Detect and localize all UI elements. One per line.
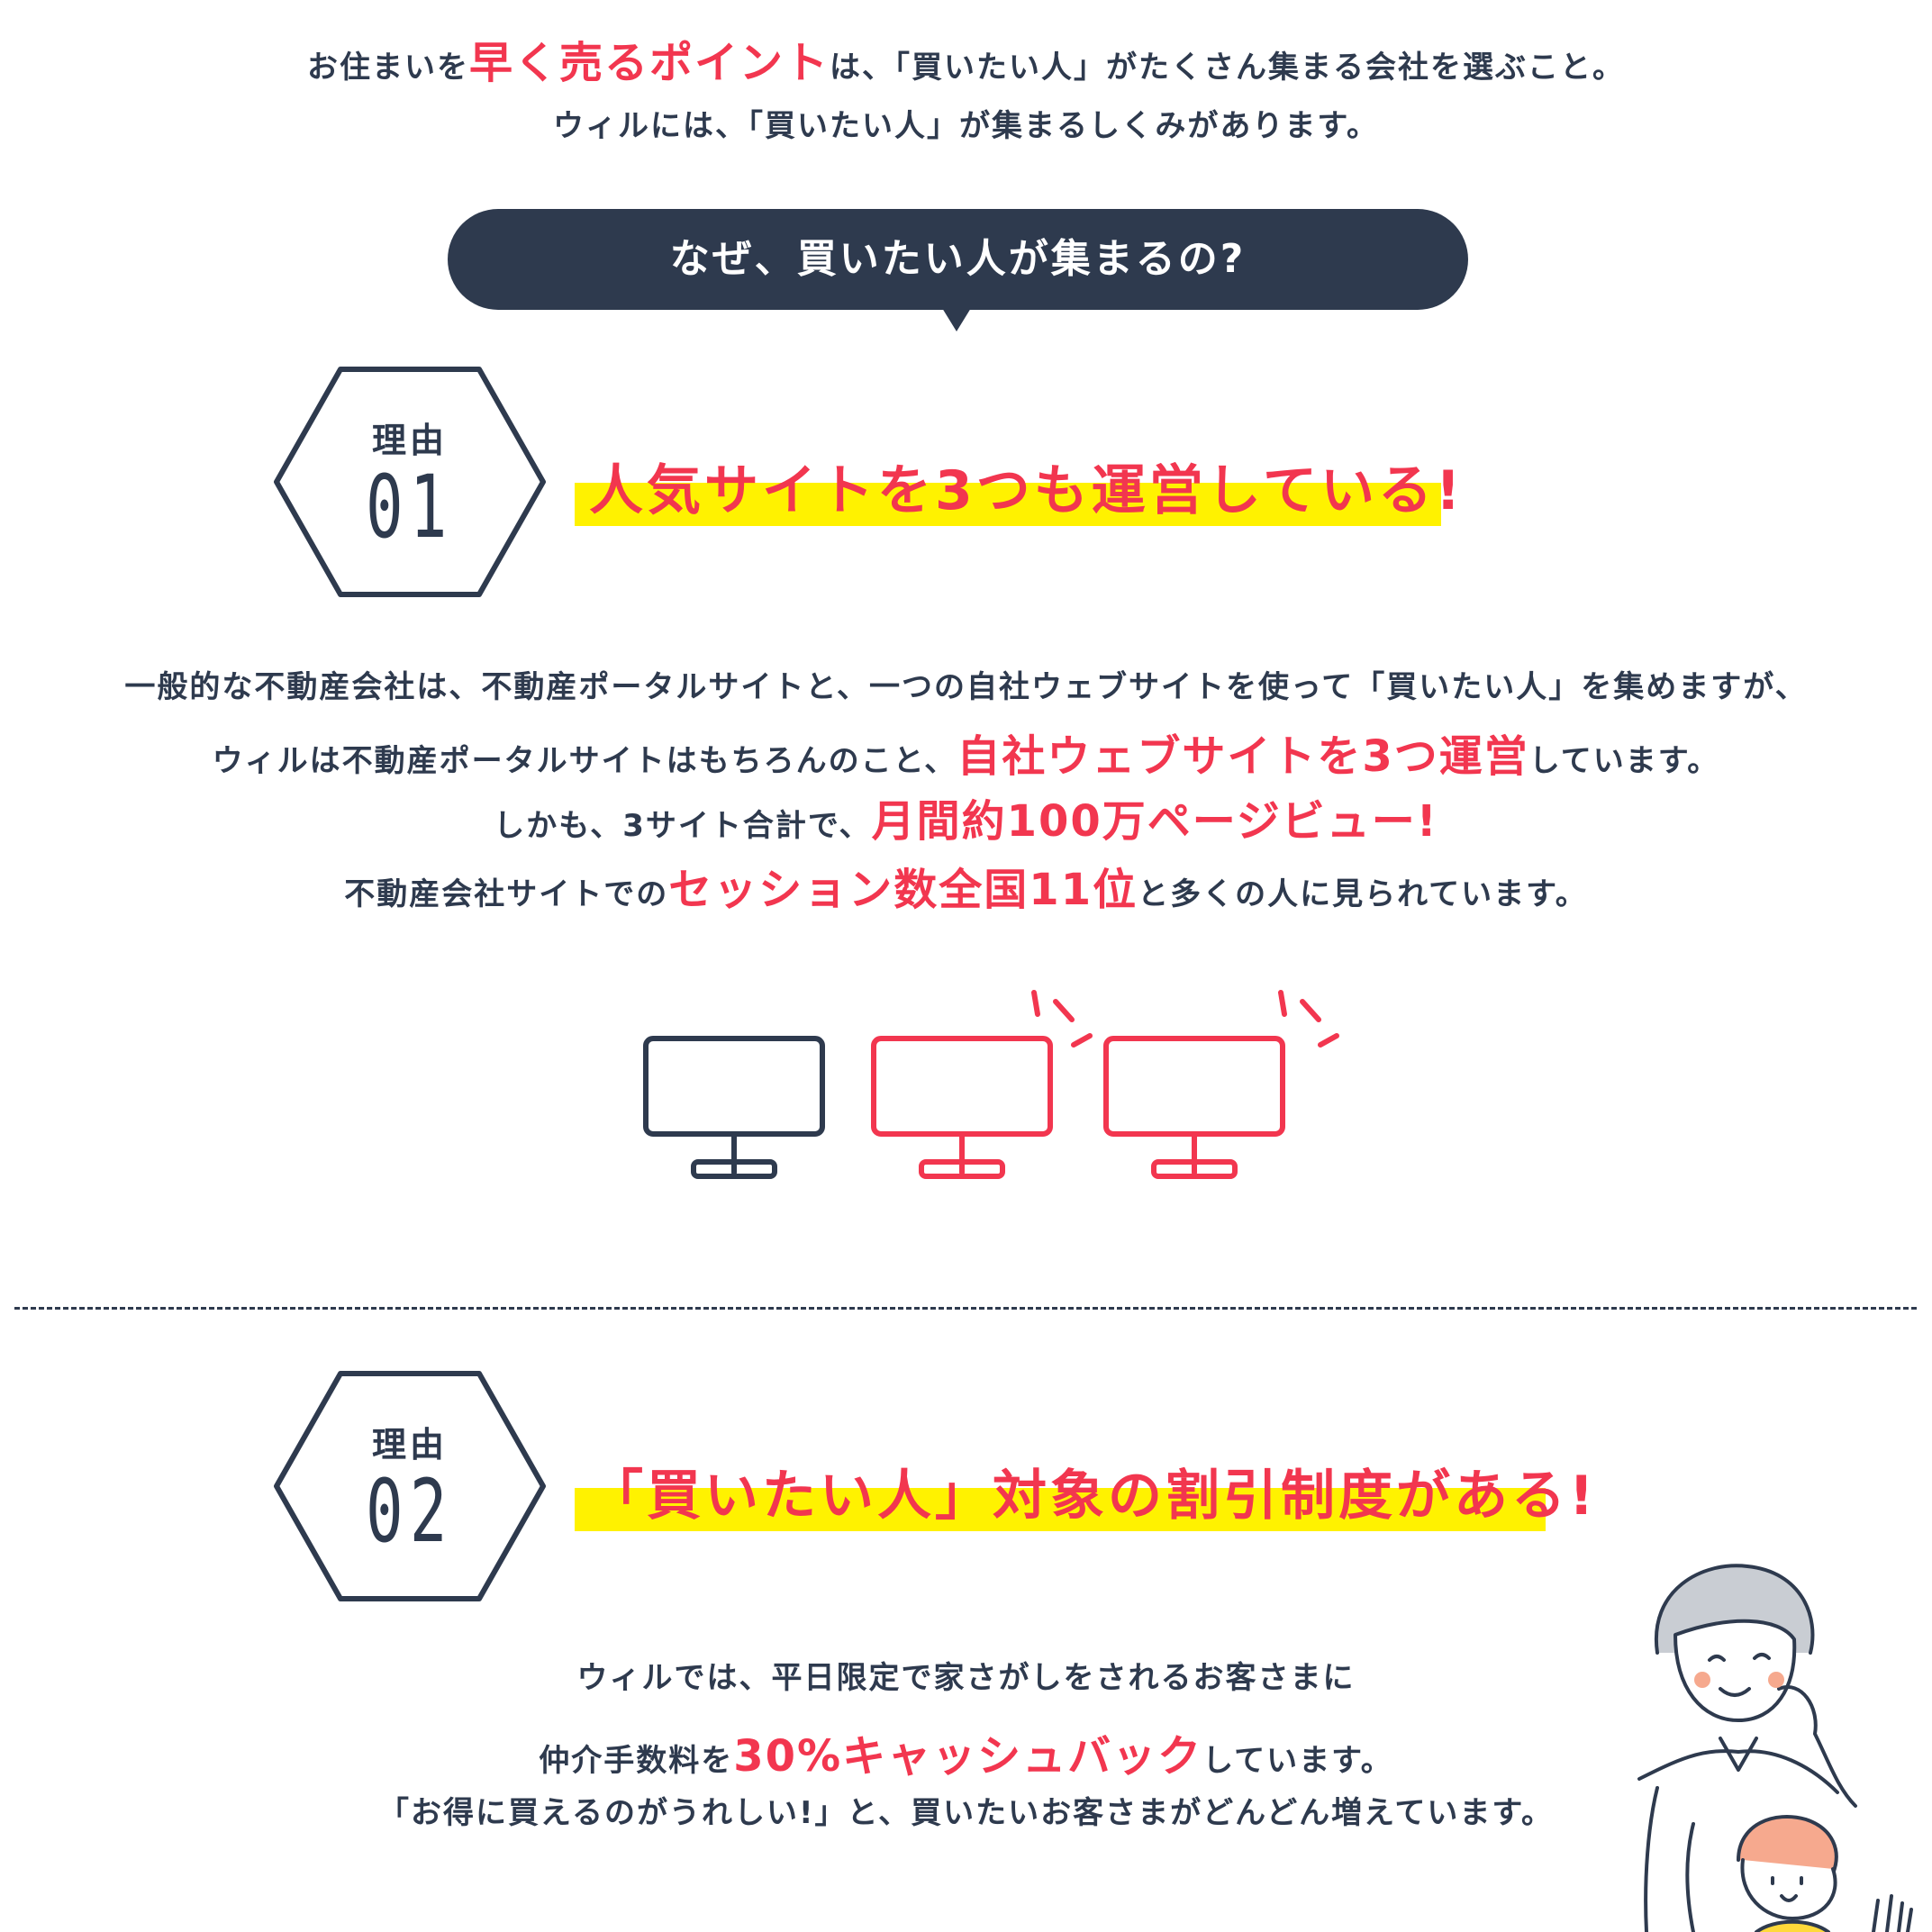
reason-label: 理由	[371, 421, 448, 460]
body-text: ウィルは不動産ポータルサイトはもちろんのこと、	[212, 743, 957, 779]
body-line: 「お得に買えるのがうれしい!」と、買いたいお客さまがどんどん増えています。	[0, 1788, 1932, 1832]
reason-badge-01: 理由 01	[320, 413, 500, 558]
reason-badge-02: 理由 02	[320, 1417, 500, 1562]
body-emphasis: 30%キャッシュバック	[733, 1731, 1203, 1782]
headline-highlight	[575, 1488, 1546, 1531]
monitor-icon	[1103, 990, 1339, 1179]
body-text: ウィルでは、平日限定で家さがしをされるお客さまに	[576, 1660, 1356, 1696]
reason-headline-02: 「買いたい人」対象の割引制度がある!	[589, 1465, 1598, 1528]
body-emphasis: セッション数全国11位	[668, 865, 1138, 915]
body-text: 仲介手数料を	[539, 1743, 734, 1779]
body-text: しています。	[1202, 1743, 1393, 1779]
monitors-illustration	[643, 990, 1339, 1179]
body-line: 仲介手数料を30%キャッシュバックしています。	[0, 1720, 1932, 1783]
intro-text: は、「買いたい人」がたくさん集まる会社を選ぶこと。	[830, 50, 1625, 86]
hexagon-badge-02	[274, 1371, 546, 1601]
body-line: ウィルは不動産ポータルサイトはもちろんのこと、自社ウェブサイトを3つ運営していま…	[0, 721, 1932, 784]
reason-number: 01	[366, 457, 454, 558]
body-line: 一般的な不動産会社は、不動産ポータルサイトと、一つの自社ウェブサイトを使って「買…	[0, 662, 1932, 706]
intro-line-1: お住まいを早く売るポイントは、「買いたい人」がたくさん集まる会社を選ぶこと。	[0, 27, 1932, 90]
body-text: と多くの人に見られています。	[1138, 876, 1588, 912]
body-line: しかも、3サイト合計で、月間約100万ページビュー!	[0, 785, 1932, 848]
intro-text: お住まいを	[306, 50, 469, 86]
question-banner-tail	[942, 308, 971, 331]
body-emphasis: 月間約100万ページビュー!	[871, 796, 1438, 847]
body-line: 不動産会社サイトでのセッション数全国11位と多くの人に見られています。	[0, 854, 1932, 917]
headline-highlight	[575, 483, 1441, 526]
body-text: しかも、3サイト合計で、	[494, 808, 872, 844]
body-text: 一般的な不動産会社は、不動産ポータルサイトと、一つの自社ウェブサイトを使って「買…	[124, 669, 1808, 705]
body-line: ウィルでは、平日限定で家さがしをされるお客さまに	[0, 1653, 1932, 1697]
reason-label: 理由	[371, 1425, 448, 1465]
question-banner: なぜ、買いたい人が集まるの?	[448, 209, 1468, 310]
intro-emphasis: 早く売るポイント	[468, 38, 830, 88]
reason-number: 02	[366, 1461, 454, 1562]
monitor-icon	[871, 990, 1093, 1179]
monitor-icon	[643, 1036, 825, 1179]
hexagon-badge-01	[274, 367, 546, 597]
family-illustration	[1637, 1564, 1913, 1932]
body-text: しています。	[1528, 743, 1720, 779]
reason-headline-01: 人気サイトを3つも運営している!	[589, 459, 1465, 522]
section-divider	[14, 1307, 1917, 1310]
intro-line-2: ウィルには、「買いたい人」が集まるしくみがあります。	[553, 108, 1379, 144]
body-emphasis: 自社ウェブサイトを3つ運営	[957, 731, 1529, 782]
body-text: 「お得に買えるのがうれしい!」と、買いたいお客さまがどんどん増えています。	[377, 1795, 1554, 1831]
body-text: 不動産会社サイトでの	[344, 876, 669, 912]
